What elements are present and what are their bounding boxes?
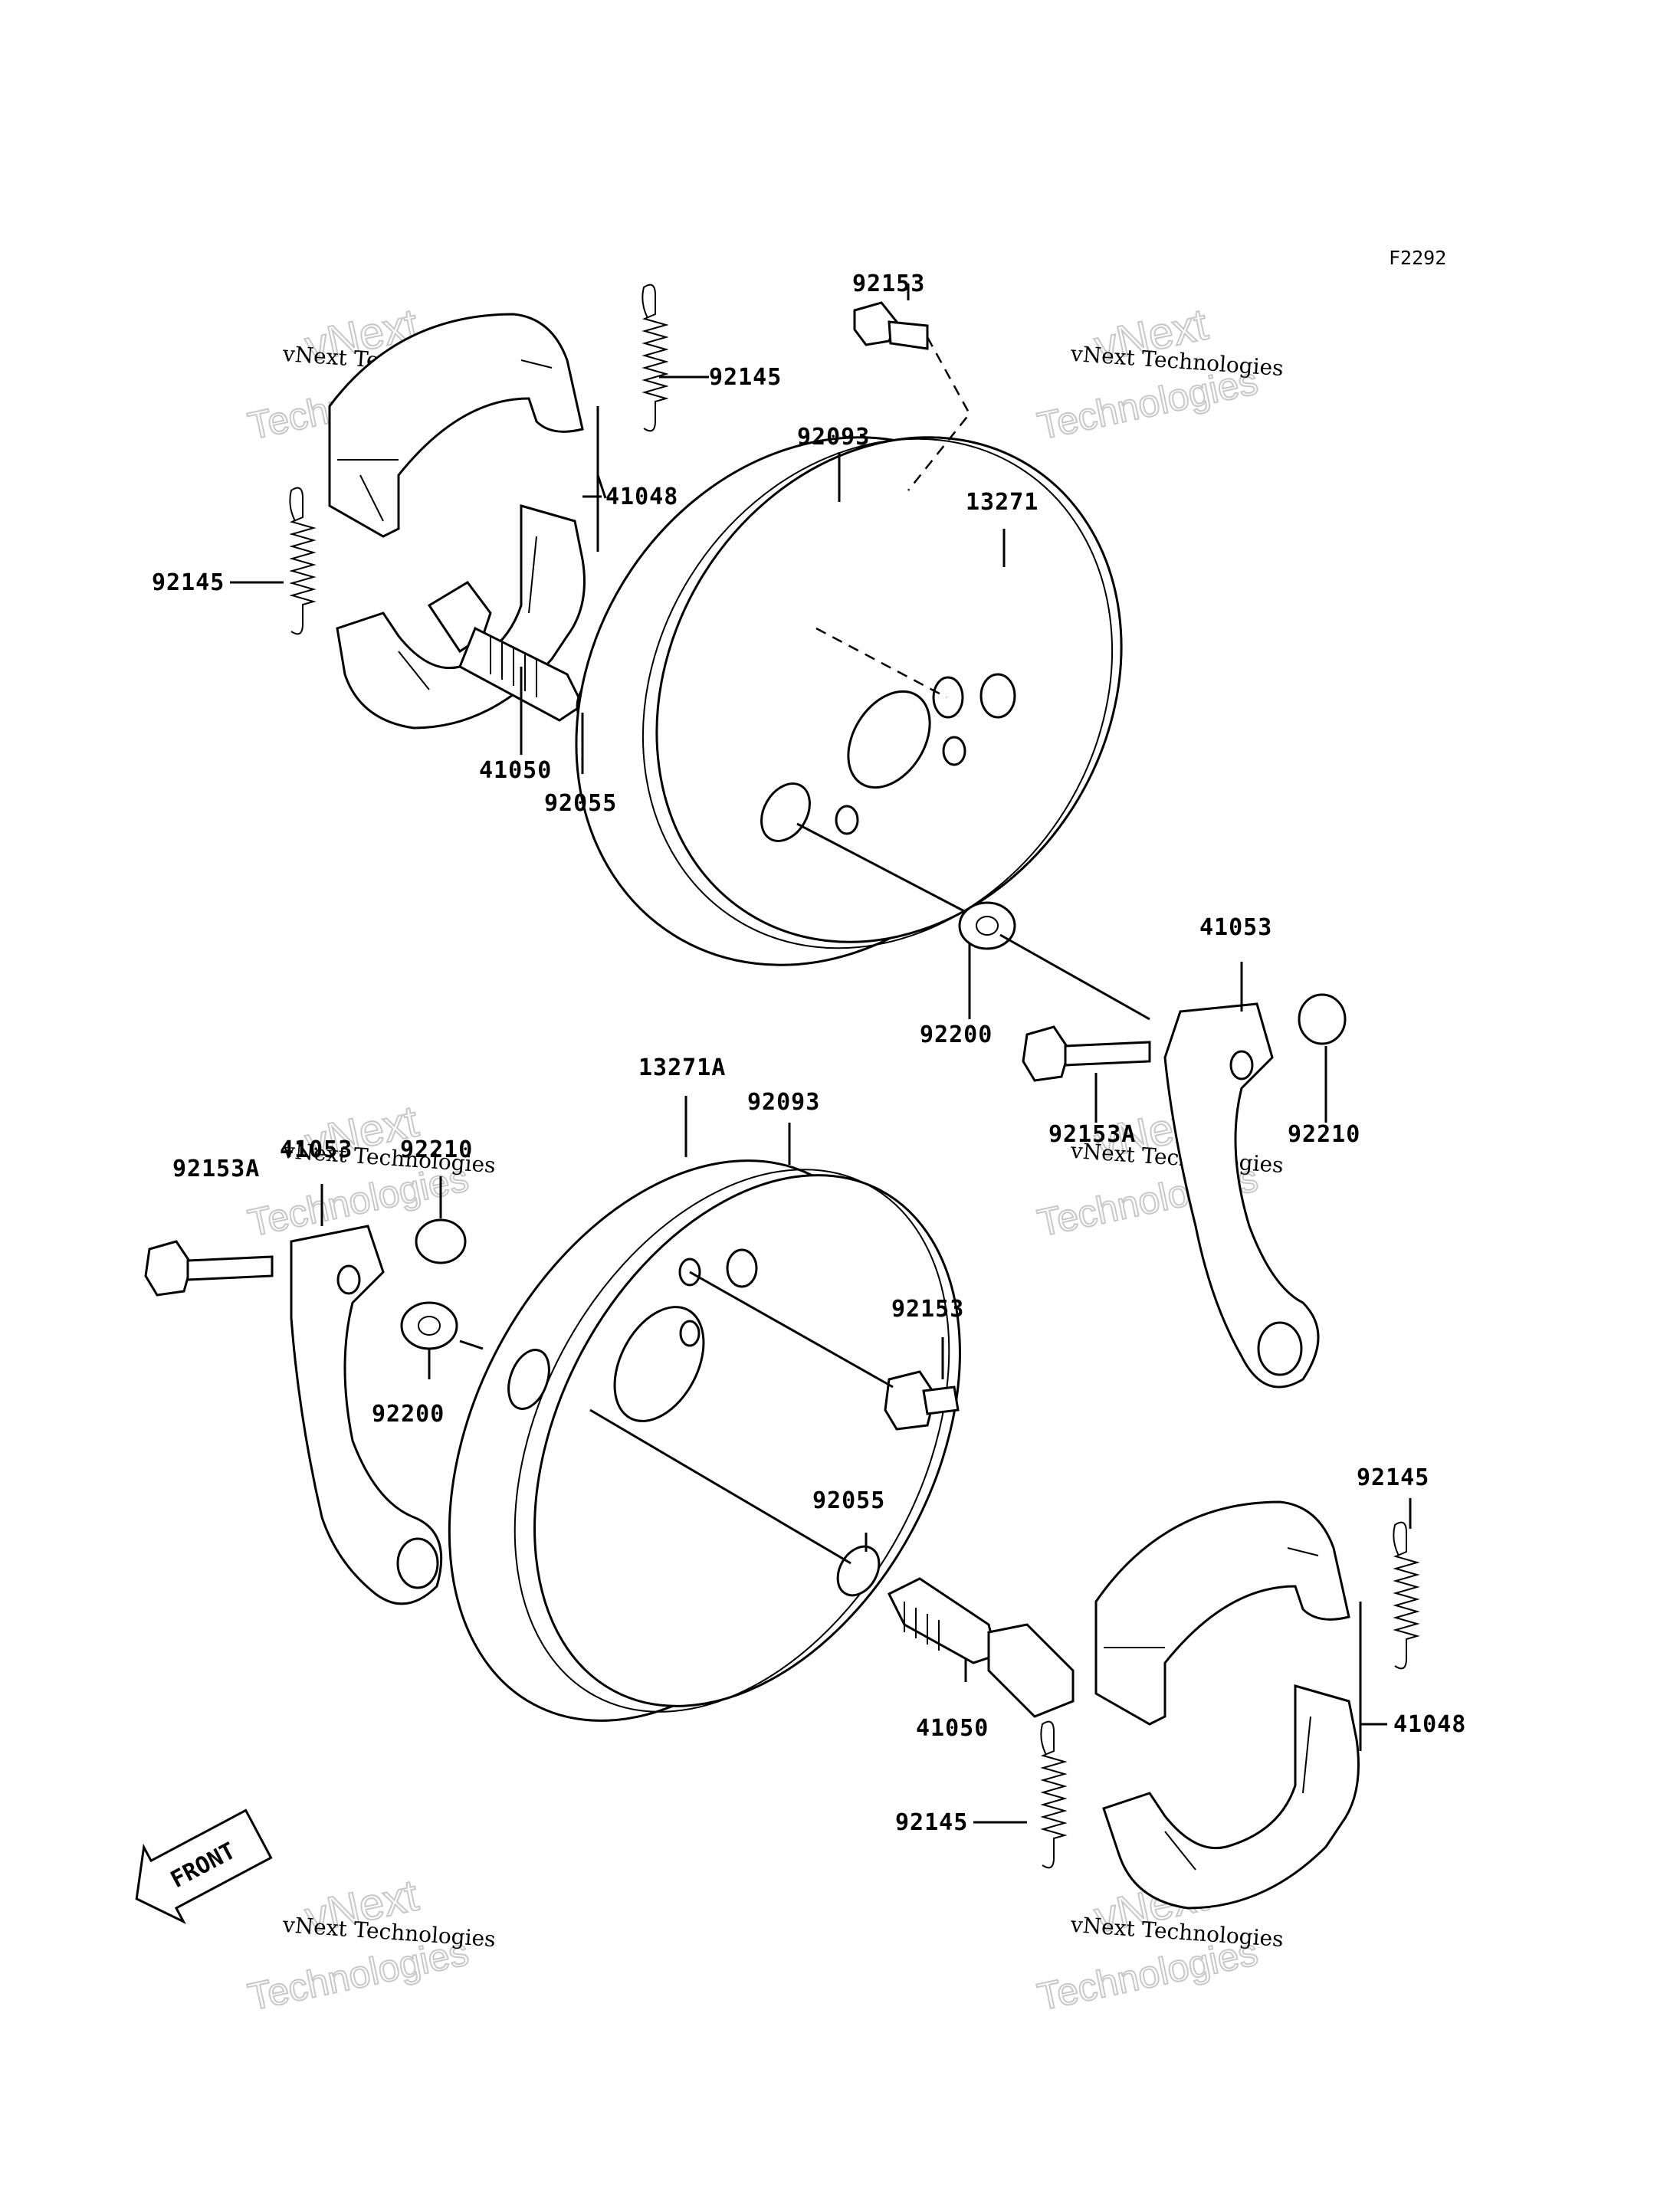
label-41050-bottom: 41050: [916, 1715, 989, 1742]
label-92145-bottom-right: 92145: [1357, 1464, 1429, 1491]
watermark-bottom-left: vNext Technologies vNext Technologies: [244, 1870, 497, 2020]
label-92153-top: 92153: [852, 271, 925, 297]
label-41048-top: 41048: [605, 484, 678, 510]
label-92210-top: 92210: [1288, 1121, 1360, 1148]
label-92200-left: 92200: [372, 1401, 445, 1428]
label-41053-left: 41053: [280, 1136, 353, 1163]
washer-92200-left: [400, 1301, 458, 1350]
front-arrow-icon: FRONT: [135, 1808, 273, 1924]
brake-spring-upper-left: [641, 284, 669, 432]
washer-92200-left-hole: [418, 1316, 441, 1336]
label-92210-left: 92210: [400, 1136, 473, 1163]
label-92153-mid: 92153: [891, 1296, 964, 1323]
upper-brake-shoe-bottom: [1094, 1500, 1350, 1726]
brake-spring-bottom-right: [1393, 1521, 1420, 1670]
brake-lever-left: [290, 1225, 443, 1605]
washer-92210-right: [1298, 993, 1347, 1045]
o-ring-bottom: [836, 1545, 881, 1597]
bolt-92153-mid: [884, 1370, 960, 1431]
upper-brake-shoe: [328, 313, 584, 538]
label-41050-top: 41050: [479, 757, 552, 784]
label-92055-mid: 92055: [812, 1487, 885, 1514]
label-92200-top: 92200: [920, 1021, 993, 1048]
bolt-92153A-right: [1022, 1025, 1151, 1082]
brake-drum-top: [575, 436, 1123, 966]
washer-92210-left: [415, 1218, 467, 1264]
watermark-mid-left: vNext Technologies vNext Technologies: [244, 1096, 497, 1246]
label-92153A-left: 92153A: [172, 1156, 260, 1182]
brake-spring-lower-left: [289, 487, 317, 635]
label-41048-bottom: 41048: [1393, 1711, 1466, 1738]
label-13271-top: 13271: [966, 489, 1039, 516]
bolt-92153A-left: [144, 1240, 274, 1297]
washer-92200-top: [958, 901, 1016, 950]
bolt-92153-top: [853, 301, 929, 350]
label-92145-bottom-left: 92145: [895, 1809, 968, 1836]
label-92093-mid: 92093: [747, 1089, 820, 1116]
lower-brake-shoe-bottom: [1102, 1684, 1360, 1910]
label-92093-top: 92093: [797, 424, 870, 451]
figure-reference: F2292: [1389, 247, 1446, 269]
label-92055-top: 92055: [544, 790, 617, 817]
leader-lines: [230, 284, 1412, 1824]
cam-shaft-bottom: [887, 1577, 1075, 1718]
watermark-top-right: vNext Technologies vNext Technologies: [1033, 299, 1285, 449]
label-92145-top-left: 92145: [152, 569, 225, 596]
label-41053-top: 41053: [1199, 914, 1272, 941]
brake-spring-bottom-left: [1040, 1720, 1068, 1869]
washer-92200-top-hole: [976, 916, 999, 936]
label-13271A-mid: 13271A: [638, 1054, 726, 1081]
label-92145-top-right: 92145: [709, 364, 782, 391]
label-92153A-top: 92153A: [1048, 1121, 1136, 1148]
brake-lever-right: [1163, 1002, 1320, 1389]
